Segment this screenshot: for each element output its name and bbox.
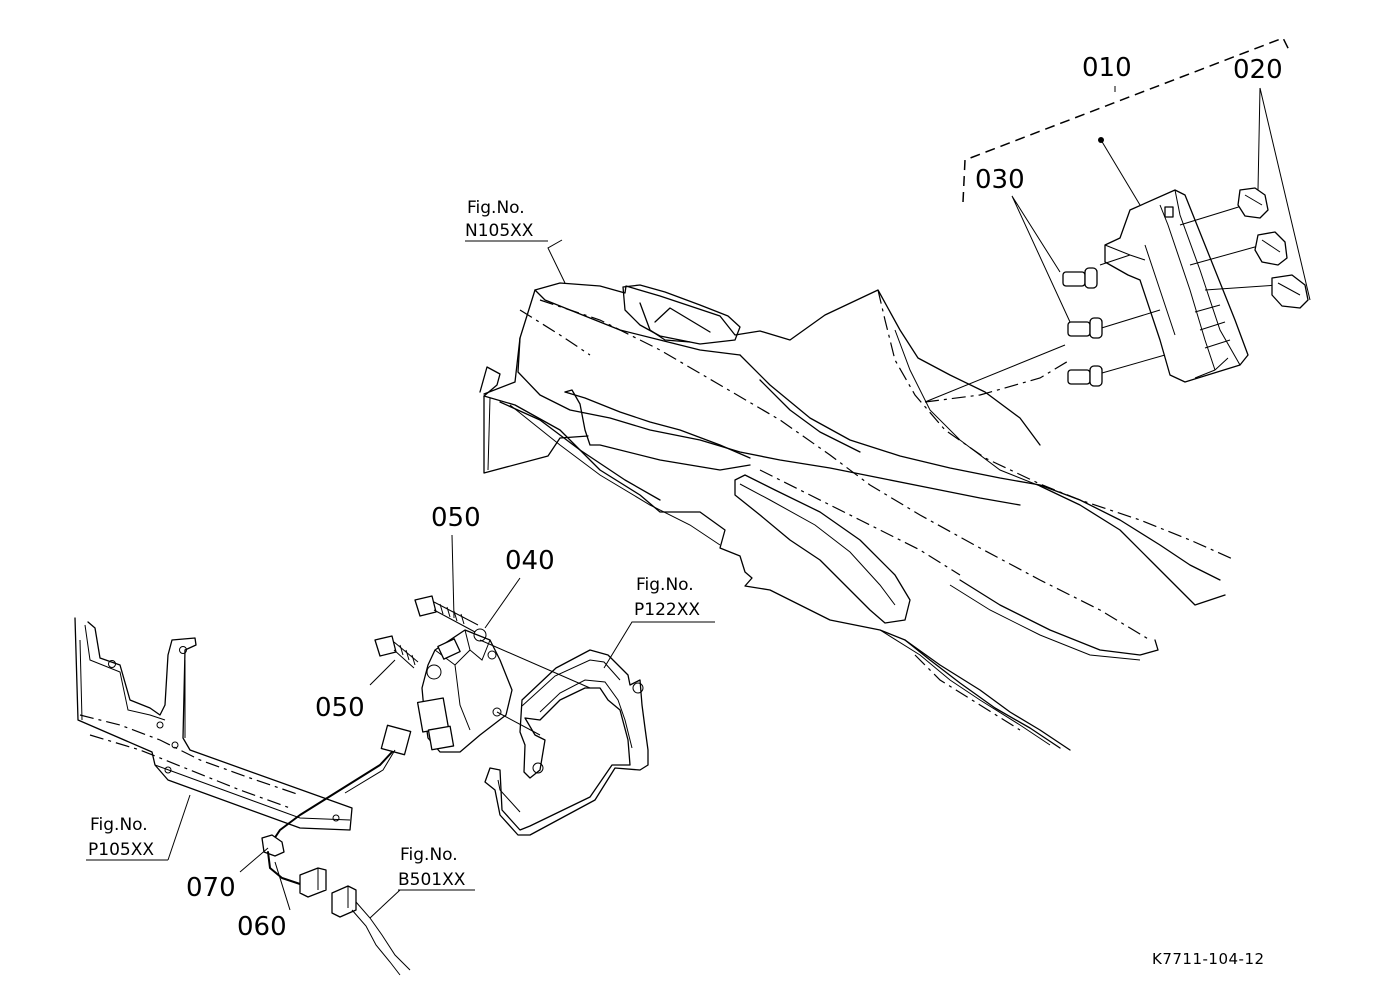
b501-leader bbox=[369, 889, 401, 919]
bulb-030-middle bbox=[1067, 317, 1103, 339]
part-label-030: 030 bbox=[975, 165, 1025, 195]
fig-ref-p122-caption: Fig.No. bbox=[636, 575, 694, 595]
fig-ref-n105-caption: Fig.No. bbox=[467, 198, 525, 218]
part-label-050-lower: 050 bbox=[315, 693, 365, 723]
connector-b501 bbox=[331, 885, 411, 976]
clamp-070 bbox=[261, 834, 301, 885]
frame-p105 bbox=[74, 617, 353, 831]
mount-line bbox=[924, 344, 1066, 403]
screw-050-upper bbox=[414, 595, 479, 633]
p122-leader bbox=[603, 621, 652, 669]
p050b-leader bbox=[369, 659, 396, 686]
fig-ref-b501-number: B501XX bbox=[398, 870, 466, 890]
screw-050-lower bbox=[374, 635, 419, 669]
part-label-040: 040 bbox=[505, 546, 555, 576]
p105-leader bbox=[167, 794, 191, 861]
fig-ref-b501: Fig.No. B501XX bbox=[398, 845, 466, 890]
fig-ref-p105-number: P105XX bbox=[88, 840, 154, 860]
part-label-020: 020 bbox=[1233, 55, 1283, 85]
p040-leader bbox=[484, 577, 521, 629]
part-label-060: 060 bbox=[237, 912, 287, 942]
part-label-050-upper: 050 bbox=[431, 503, 481, 533]
knob-020-middle bbox=[1254, 231, 1288, 266]
bulb-030-bottom bbox=[1067, 365, 1103, 387]
fig-ref-b501-caption: Fig.No. bbox=[400, 845, 458, 865]
drawing-code: K7711-104-12 bbox=[1152, 950, 1265, 968]
fig-ref-p105-caption: Fig.No. bbox=[90, 815, 148, 835]
p070-leader bbox=[239, 847, 269, 873]
n105-leader bbox=[547, 239, 566, 284]
fig-ref-n105: Fig.No. N105XX bbox=[465, 198, 534, 241]
console-assembly bbox=[479, 282, 1236, 751]
part-label-010: 010 bbox=[1082, 53, 1132, 83]
harness bbox=[269, 724, 412, 846]
p060-leader bbox=[274, 861, 291, 911]
p050a-leader bbox=[451, 534, 455, 619]
knob-020-top bbox=[1237, 187, 1269, 219]
fig-ref-p122-number: P122XX bbox=[634, 600, 700, 620]
bulb-030-top bbox=[1062, 267, 1098, 289]
part-label-070: 070 bbox=[186, 873, 236, 903]
knob-020-bottom bbox=[1271, 274, 1309, 309]
connector-060 bbox=[299, 867, 327, 898]
fig-ref-p122: Fig.No. P122XX bbox=[634, 575, 700, 620]
fig-ref-n105-number: N105XX bbox=[465, 221, 534, 241]
switch-assembly bbox=[962, 37, 1311, 387]
bracket-p122 bbox=[484, 649, 649, 836]
actuator-040 bbox=[416, 628, 591, 753]
fig-ref-p105: Fig.No. P105XX bbox=[88, 815, 154, 860]
